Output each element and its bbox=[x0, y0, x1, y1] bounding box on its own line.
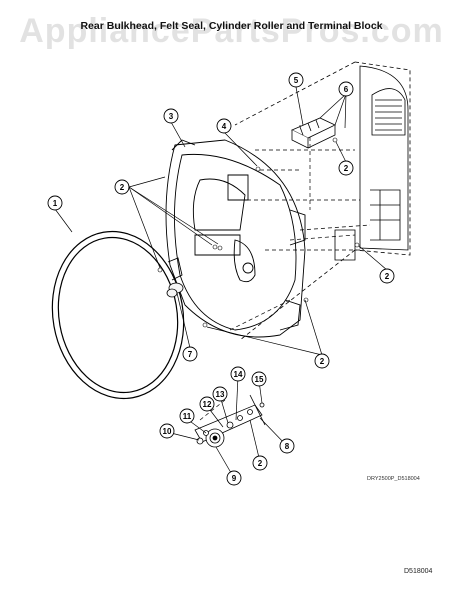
callout-8-label: 8 bbox=[285, 442, 290, 451]
callout-10-label: 10 bbox=[163, 427, 172, 436]
callout-4-label: 4 bbox=[222, 122, 227, 131]
figure-code: DRY2500P_D518004 bbox=[367, 476, 420, 482]
watermark: AppliancePartsPros.com bbox=[19, 12, 444, 50]
callout-2-label: 2 bbox=[385, 272, 390, 281]
callout-15-label: 15 bbox=[255, 375, 264, 384]
diagram-title: Rear Bulkhead, Felt Seal, Cylinder Rolle… bbox=[80, 20, 383, 32]
callout-2-lower: 2 bbox=[252, 455, 268, 471]
callout-1: 1 bbox=[47, 195, 63, 211]
callout-15: 15 bbox=[251, 371, 267, 387]
callout-1-label: 1 bbox=[53, 199, 58, 208]
callout-14-label: 14 bbox=[234, 370, 243, 379]
roller-bracket-assembly bbox=[194, 394, 266, 448]
callout-5-label: 5 bbox=[294, 76, 299, 85]
callout-7: 7 bbox=[182, 346, 198, 362]
callout-2-label: 2 bbox=[120, 183, 125, 192]
cabinet-rear-panel bbox=[234, 61, 411, 341]
callout-8: 8 bbox=[279, 438, 295, 454]
rear-bulkhead bbox=[165, 139, 306, 338]
callout-2-label: 2 bbox=[320, 357, 325, 366]
callout-2-right: 2 bbox=[379, 268, 395, 284]
callout-12-label: 12 bbox=[203, 400, 212, 409]
felt-seal bbox=[51, 230, 185, 400]
callout-11-label: 11 bbox=[183, 412, 192, 421]
callout-2-bottom: 2 bbox=[314, 353, 330, 369]
callout-2-label: 2 bbox=[258, 459, 263, 468]
callout-11: 11 bbox=[179, 408, 195, 424]
callout-3-label: 3 bbox=[169, 112, 174, 121]
callout-14: 14 bbox=[230, 366, 246, 382]
callout-6: 6 bbox=[338, 81, 354, 97]
callout-5: 5 bbox=[288, 72, 304, 88]
callout-bubbles: 3 4 5 6 2 2 1 bbox=[47, 72, 395, 486]
callout-2-label: 2 bbox=[344, 164, 349, 173]
callout-7-label: 7 bbox=[188, 350, 193, 359]
assembly-leader-lines bbox=[199, 125, 371, 421]
callout-13: 13 bbox=[212, 386, 228, 402]
callout-12: 12 bbox=[199, 396, 215, 412]
callout-4: 4 bbox=[216, 118, 232, 134]
callout-2-left: 2 bbox=[114, 179, 130, 195]
terminal-block bbox=[291, 117, 336, 149]
callout-10: 10 bbox=[159, 423, 175, 439]
callout-2-top-right: 2 bbox=[338, 160, 354, 176]
screws bbox=[157, 137, 360, 328]
callout-3: 3 bbox=[163, 108, 179, 124]
figure-id: D518004 bbox=[404, 568, 433, 575]
callout-13-label: 13 bbox=[216, 390, 225, 399]
callout-6-label: 6 bbox=[344, 85, 349, 94]
callout-9-label: 9 bbox=[232, 474, 237, 483]
callout-9: 9 bbox=[226, 470, 242, 486]
